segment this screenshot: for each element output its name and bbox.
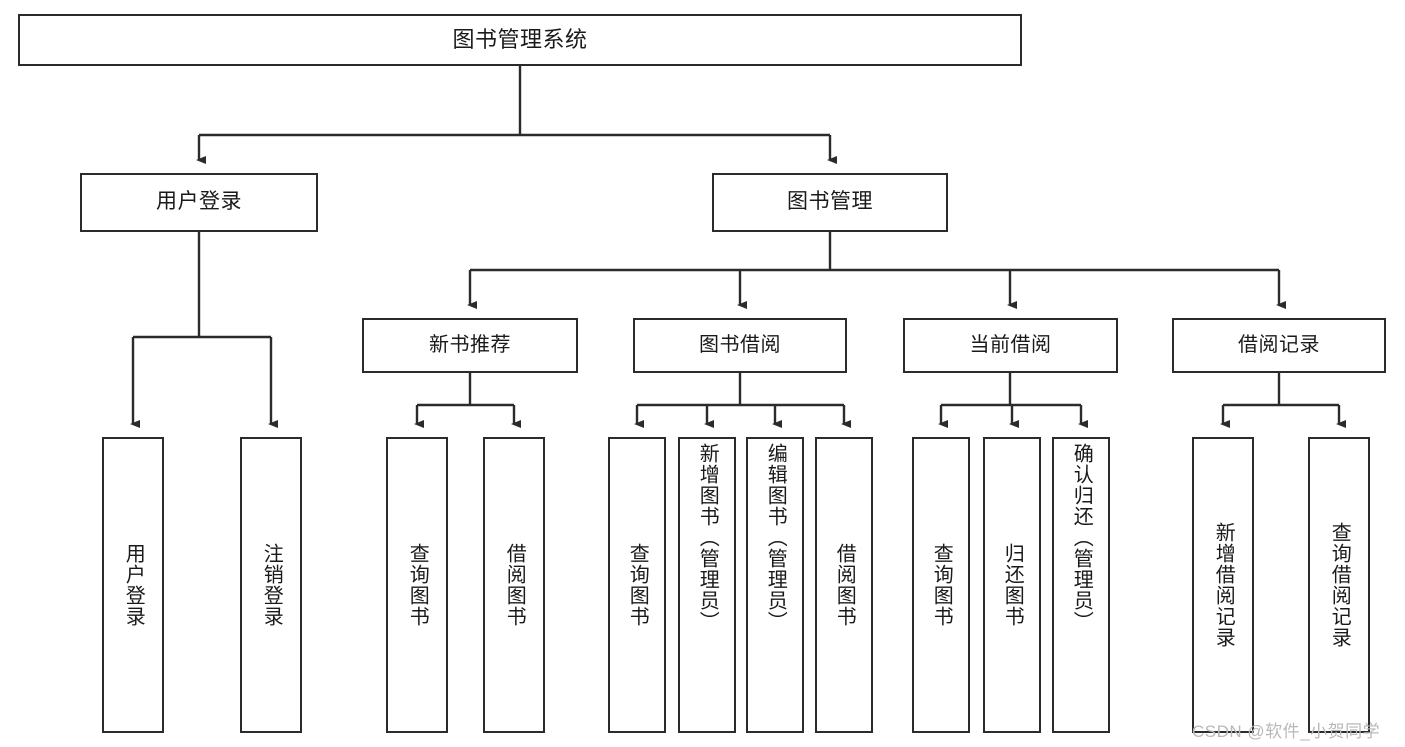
node-book-borrow[interactable]: 图书借阅 bbox=[633, 318, 847, 373]
leaf-query-books-newbook-label: 查询图书 bbox=[406, 543, 429, 627]
leaf-confirm-return-admin[interactable]: 确认归还（管理员） bbox=[1052, 437, 1110, 733]
leaf-user-login[interactable]: 用户登录 bbox=[102, 437, 164, 733]
leaf-query-books-newbook[interactable]: 查询图书 bbox=[386, 437, 448, 733]
leaf-add-book-admin[interactable]: 新增图书（管理员） bbox=[678, 437, 736, 733]
watermark: CSDN @软件_小贺同学 bbox=[1192, 722, 1381, 741]
leaf-borrow-books-newbook-label: 借阅图书 bbox=[503, 543, 526, 627]
leaf-edit-book-admin-label: 编辑图书（管理员） bbox=[764, 443, 787, 632]
leaf-query-books-borrow-label: 查询图书 bbox=[626, 543, 649, 627]
node-book-management[interactable]: 图书管理 bbox=[712, 173, 948, 232]
node-new-book-recommend-label: 新书推荐 bbox=[429, 334, 511, 356]
node-user-login-label: 用户登录 bbox=[156, 190, 242, 214]
leaf-query-books-borrow[interactable]: 查询图书 bbox=[608, 437, 666, 733]
leaf-logout-label: 注销登录 bbox=[260, 543, 283, 627]
node-book-management-label: 图书管理 bbox=[787, 190, 873, 214]
leaf-return-books-label: 归还图书 bbox=[1001, 543, 1024, 627]
leaf-query-books-current-label: 查询图书 bbox=[930, 543, 953, 627]
leaf-user-login-label: 用户登录 bbox=[122, 543, 145, 627]
leaf-add-book-admin-label: 新增图书（管理员） bbox=[696, 443, 719, 632]
node-borrow-records-label: 借阅记录 bbox=[1238, 334, 1320, 356]
leaf-borrow-books-label: 借阅图书 bbox=[833, 543, 856, 627]
leaf-logout[interactable]: 注销登录 bbox=[240, 437, 302, 733]
leaf-confirm-return-admin-label: 确认归还（管理员） bbox=[1070, 443, 1093, 632]
node-new-book-recommend[interactable]: 新书推荐 bbox=[362, 318, 578, 373]
leaf-add-borrow-record[interactable]: 新增借阅记录 bbox=[1192, 437, 1254, 733]
leaf-return-books[interactable]: 归还图书 bbox=[983, 437, 1041, 733]
leaf-borrow-books-newbook[interactable]: 借阅图书 bbox=[483, 437, 545, 733]
leaf-borrow-books[interactable]: 借阅图书 bbox=[815, 437, 873, 733]
node-user-login[interactable]: 用户登录 bbox=[80, 173, 318, 232]
node-current-borrow-label: 当前借阅 bbox=[969, 334, 1052, 356]
leaf-query-books-current[interactable]: 查询图书 bbox=[912, 437, 970, 733]
leaf-query-borrow-record-label: 查询借阅记录 bbox=[1328, 522, 1351, 648]
node-root-label: 图书管理系统 bbox=[452, 27, 588, 53]
node-current-borrow[interactable]: 当前借阅 bbox=[903, 318, 1118, 373]
leaf-query-borrow-record[interactable]: 查询借阅记录 bbox=[1308, 437, 1370, 733]
leaf-add-borrow-record-label: 新增借阅记录 bbox=[1212, 522, 1235, 648]
leaf-edit-book-admin[interactable]: 编辑图书（管理员） bbox=[746, 437, 804, 733]
node-borrow-records[interactable]: 借阅记录 bbox=[1172, 318, 1386, 373]
node-root[interactable]: 图书管理系统 bbox=[18, 14, 1022, 66]
node-book-borrow-label: 图书借阅 bbox=[699, 334, 781, 356]
